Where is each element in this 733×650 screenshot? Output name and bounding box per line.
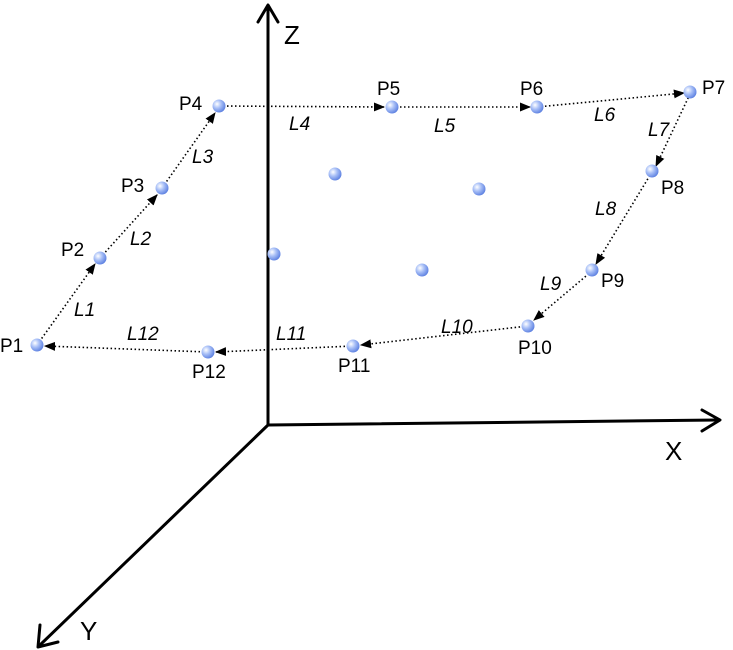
point-label-p8: P8 bbox=[661, 178, 684, 199]
point-labels: P1 P2 P3 P4 P5 P6 P7 P8 P9 P10 P11 P12 bbox=[0, 78, 725, 383]
point-label-p4: P4 bbox=[179, 94, 203, 115]
y-axis-arrowhead bbox=[36, 623, 60, 649]
point-label-p11: P11 bbox=[338, 356, 370, 377]
interior-point bbox=[267, 247, 281, 261]
interior-point bbox=[472, 182, 486, 196]
point-p2 bbox=[93, 251, 107, 265]
point-p1 bbox=[30, 338, 44, 352]
segment-label-l5: L5 bbox=[434, 116, 456, 137]
point-p11 bbox=[346, 339, 360, 353]
point-label-p10: P10 bbox=[518, 338, 552, 359]
point-p8 bbox=[645, 164, 659, 178]
segment-l6 bbox=[536, 89, 686, 108]
point-label-p1: P1 bbox=[0, 336, 23, 357]
segment-l7 bbox=[655, 93, 691, 168]
path-segments bbox=[36, 89, 691, 357]
boundary-points bbox=[30, 85, 697, 359]
point-label-p7: P7 bbox=[702, 78, 725, 99]
segment-label-l7: L7 bbox=[648, 120, 671, 141]
point-label-p12: P12 bbox=[192, 362, 226, 383]
point-label-p9: P9 bbox=[601, 271, 624, 292]
segment-l4 bbox=[218, 102, 386, 112]
segment-label-l2: L2 bbox=[130, 229, 152, 250]
point-label-p3: P3 bbox=[121, 176, 144, 197]
y-axis-label: Y bbox=[80, 616, 97, 646]
segment-l11 bbox=[214, 345, 354, 357]
point-p7 bbox=[683, 85, 697, 99]
x-axis-label: X bbox=[665, 436, 682, 466]
point-p4 bbox=[212, 99, 226, 113]
segment-label-l11: L11 bbox=[276, 324, 306, 345]
interior-point bbox=[328, 167, 342, 181]
segment-label-l1: L1 bbox=[74, 300, 95, 321]
z-axis-label: Z bbox=[284, 20, 300, 50]
segment-l10 bbox=[359, 325, 529, 349]
segment-label-l12: L12 bbox=[127, 324, 159, 345]
interior-point bbox=[415, 263, 429, 277]
segment-l12 bbox=[43, 341, 209, 353]
segment-labels: L1 L2 L3 L4 L5 L6 L7 L8 L9 L10 L11 L12 bbox=[74, 105, 671, 345]
point-p10 bbox=[521, 319, 535, 333]
point-p3 bbox=[155, 181, 169, 195]
x-axis-arrowhead bbox=[700, 408, 722, 433]
segment-label-l8: L8 bbox=[595, 199, 617, 220]
x-axis bbox=[266, 418, 720, 427]
axes: Z X Y bbox=[36, 3, 722, 649]
point-p5 bbox=[385, 100, 399, 114]
point-label-p2: P2 bbox=[61, 240, 84, 261]
segment-label-l4: L4 bbox=[289, 114, 310, 135]
z-axis-arrowhead bbox=[256, 3, 280, 24]
point-p12 bbox=[201, 345, 215, 359]
point-p6 bbox=[530, 100, 544, 114]
point-label-p6: P6 bbox=[520, 79, 543, 100]
segment-label-l6: L6 bbox=[594, 105, 616, 126]
segment-l1 bbox=[36, 263, 96, 346]
segment-label-l10: L10 bbox=[441, 317, 473, 338]
segment-l3 bbox=[161, 112, 216, 189]
segment-label-l3: L3 bbox=[192, 147, 214, 168]
interior-points bbox=[267, 167, 486, 277]
point-label-p5: P5 bbox=[377, 79, 400, 100]
segment-l9 bbox=[533, 270, 593, 321]
point-p9 bbox=[585, 263, 599, 277]
y-axis bbox=[38, 423, 270, 647]
segment-label-l9: L9 bbox=[540, 274, 562, 295]
